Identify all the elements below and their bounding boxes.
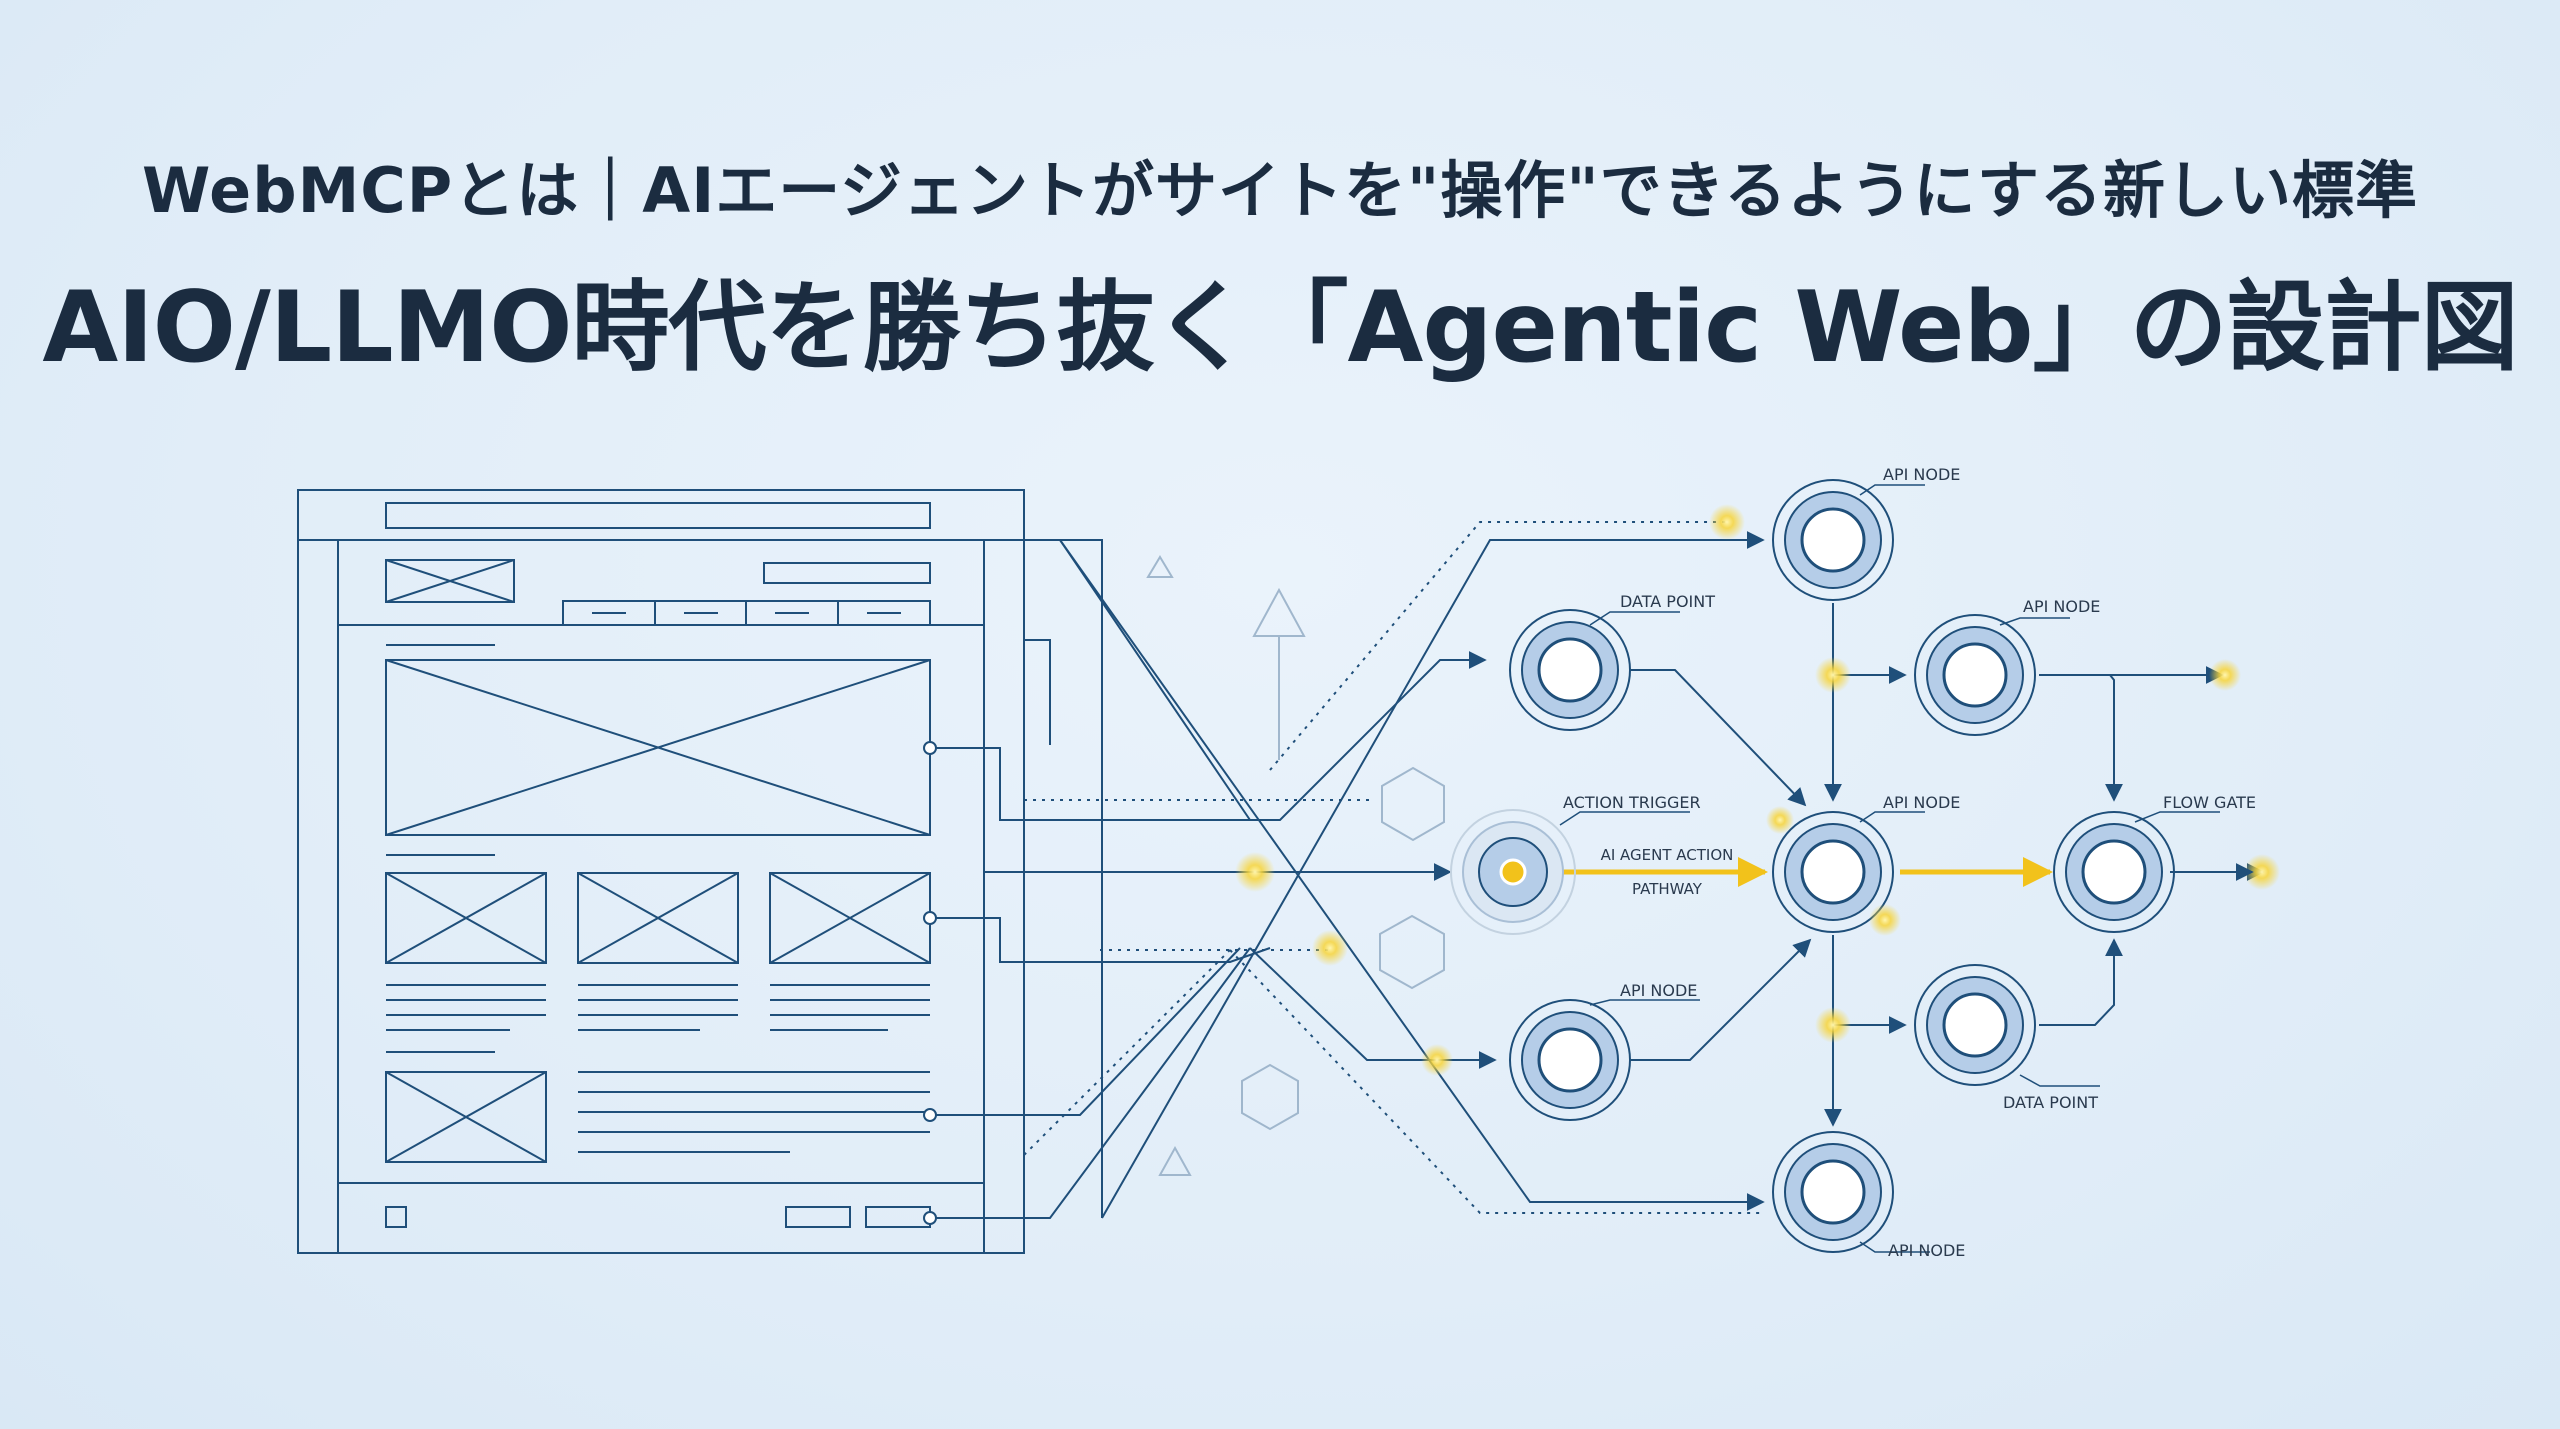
- api-node-center: [1772, 811, 1894, 933]
- page-title: AIO/LLMO時代を勝ち抜く「Agentic Web」の設計図: [42, 271, 2518, 385]
- api-node-top: [1772, 479, 1894, 601]
- api-node-top-label: API NODE: [1883, 465, 1960, 484]
- dotted-paths: [1023, 521, 1760, 1214]
- pathway-label-line2: PATHWAY: [1632, 880, 1703, 898]
- api-node-lower: [1509, 999, 1631, 1121]
- action-trigger-label: ACTION TRIGGER: [1563, 793, 1701, 812]
- website-wireframe: [297, 489, 1025, 1254]
- glow-sparkles: [1235, 504, 2280, 1076]
- data-point-upper-label: DATA POINT: [1620, 592, 1715, 611]
- api-node-lower-label: API NODE: [1620, 981, 1697, 1000]
- subtitle: WebMCPとは｜AIエージェントがサイトを"操作"できるようにする新しい標準: [141, 154, 2419, 227]
- data-point-node-upper: [1509, 609, 1631, 731]
- data-point-node-lower: [1914, 964, 2036, 1086]
- page-connections: [930, 531, 1765, 1219]
- api-node-bottom-label: API NODE: [1888, 1241, 1965, 1260]
- node-connections: [1630, 603, 2265, 1127]
- action-trigger-node: [1450, 809, 1576, 935]
- data-point-lower-label: DATA POINT: [2003, 1093, 2098, 1112]
- flow-gate-label: FLOW GATE: [2163, 793, 2256, 812]
- flow-gate-node: [2053, 811, 2175, 933]
- api-node-bottom: [1772, 1131, 1894, 1253]
- api-node-upper-right: [1914, 614, 2036, 736]
- api-node-center-label: API NODE: [1883, 793, 1960, 812]
- api-node-upper-right-label: API NODE: [2023, 597, 2100, 616]
- decorative-shapes: [1146, 555, 1445, 1176]
- page-connection-ports: [923, 741, 937, 1225]
- pathway-label-line1: AI AGENT ACTION: [1601, 846, 1734, 864]
